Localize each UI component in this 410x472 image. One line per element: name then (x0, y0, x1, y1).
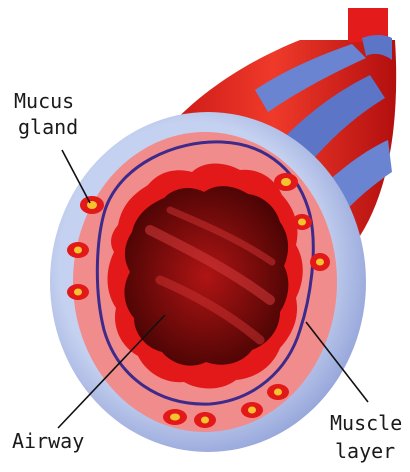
airway-label: Airway (12, 429, 84, 453)
gland (194, 412, 216, 428)
gland (67, 284, 89, 300)
gland (67, 242, 89, 258)
gland (274, 173, 298, 191)
gland (163, 409, 187, 425)
gland (310, 253, 330, 271)
gland (80, 196, 104, 214)
gland (267, 384, 289, 400)
mucus-gland-label: Mucus gland (14, 89, 86, 139)
gland (241, 402, 263, 418)
gland (292, 214, 312, 230)
muscle-layer-label: Muscle layer (330, 411, 410, 463)
